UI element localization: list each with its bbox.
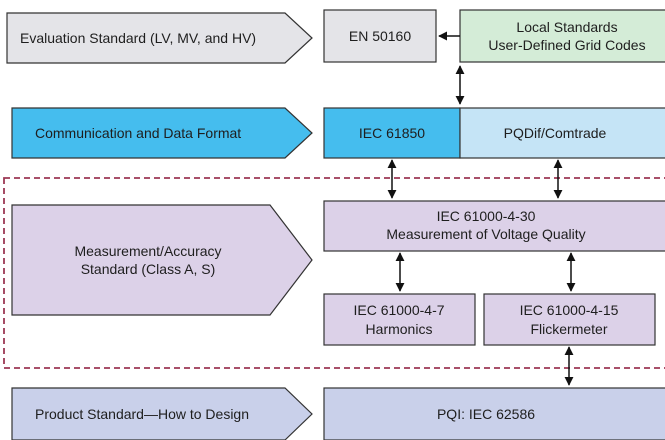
svg-text:Product Standard—How to Design: Product Standard—How to Design	[35, 406, 249, 422]
measurement-accuracy-label: Measurement/Accuracy Standard (Class A, …	[11, 204, 313, 316]
iec61850-box: IEC 61850	[323, 107, 461, 159]
svg-text:PQDif/Comtrade: PQDif/Comtrade	[504, 125, 607, 141]
local-standards-box: Local Standards User-Defined Grid Codes	[459, 9, 665, 63]
svg-text:IEC 61000-4-7: IEC 61000-4-7	[353, 302, 444, 318]
svg-text:User-Defined Grid Codes: User-Defined Grid Codes	[488, 37, 645, 53]
svg-text:IEC 61850: IEC 61850	[359, 125, 425, 141]
svg-text:Flickermeter: Flickermeter	[530, 321, 607, 337]
pqi-iec62586-box: PQI: IEC 62586	[323, 387, 665, 440]
svg-text:Measurement of Voltage Quality: Measurement of Voltage Quality	[386, 226, 585, 242]
measurement-region-border	[3, 177, 665, 369]
svg-text:Local Standards: Local Standards	[516, 19, 617, 35]
product-standard-label: Product Standard—How to Design	[11, 387, 313, 440]
svg-text:EN 50160: EN 50160	[349, 28, 411, 44]
svg-text:IEC 61000-4-30: IEC 61000-4-30	[437, 208, 536, 224]
svg-text:IEC 61000-4-15: IEC 61000-4-15	[520, 302, 619, 318]
communication-label: Communication and Data Format	[11, 107, 313, 159]
svg-text:Measurement/Accuracy: Measurement/Accuracy	[74, 243, 221, 259]
iec61000-4-7-box: IEC 61000-4-7 Harmonics	[323, 293, 476, 346]
svg-text:PQI: IEC 62586: PQI: IEC 62586	[437, 406, 535, 422]
evaluation-standard-label: Evaluation Standard (LV, MV, and HV)	[6, 12, 313, 64]
svg-text:Communication and Data Format: Communication and Data Format	[35, 125, 241, 141]
pqdif-comtrade-box: PQDif/Comtrade	[459, 107, 665, 159]
iec61000-4-15-box: IEC 61000-4-15 Flickermeter	[483, 293, 656, 346]
svg-text:Harmonics: Harmonics	[366, 321, 433, 337]
iec61000-4-30-box: IEC 61000-4-30 Measurement of Voltage Qu…	[323, 200, 665, 252]
en50160-box: EN 50160	[323, 9, 437, 63]
svg-text:Standard (Class A, S): Standard (Class A, S)	[81, 261, 216, 277]
svg-text:Evaluation Standard (LV, MV, a: Evaluation Standard (LV, MV, and HV)	[20, 30, 256, 46]
